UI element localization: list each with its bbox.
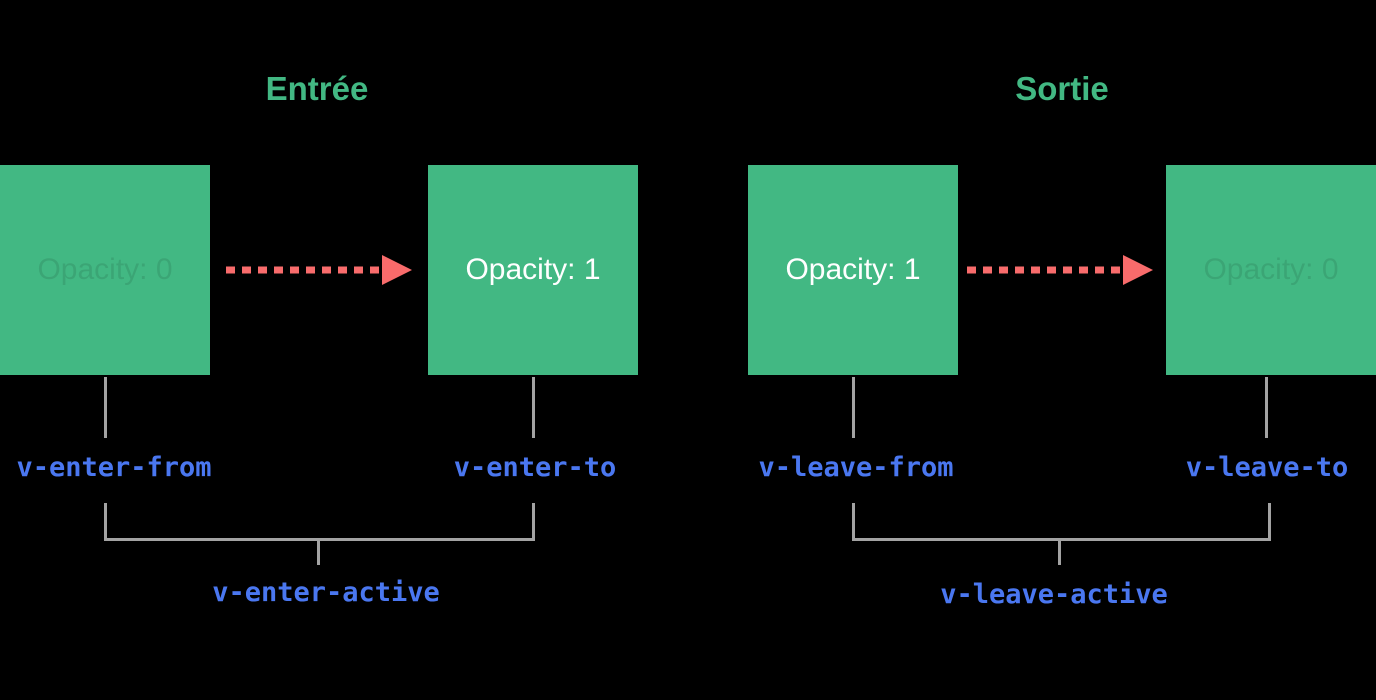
- enter-active-bracket: [104, 503, 535, 541]
- enter-section-title: Entrée: [265, 70, 369, 107]
- enter-end-box: Opacity: 1: [428, 165, 638, 375]
- leave-transition-arrow-icon: [965, 252, 1155, 293]
- enter-start-box-label: Opacity: 0: [37, 253, 173, 286]
- leave-end-box: Opacity: 0: [1166, 165, 1376, 375]
- leave-start-box-label: Opacity: 1: [785, 253, 921, 286]
- v-enter-to-label: v-enter-to: [453, 452, 617, 483]
- leave-to-connector-line: [1265, 377, 1268, 438]
- enter-active-bracket-stem: [317, 538, 320, 565]
- enter-from-connector-line: [104, 377, 107, 438]
- enter-transition-arrow-icon: [224, 252, 414, 293]
- v-enter-from-label: v-enter-from: [16, 452, 212, 483]
- enter-start-box: Opacity: 0: [0, 165, 210, 375]
- leave-from-connector-line: [852, 377, 855, 438]
- enter-end-box-label: Opacity: 1: [465, 253, 601, 286]
- enter-to-connector-line: [532, 377, 535, 438]
- v-leave-active-label: v-leave-active: [940, 579, 1168, 610]
- leave-active-bracket-stem: [1058, 538, 1061, 565]
- leave-active-bracket: [852, 503, 1271, 541]
- leave-end-box-label: Opacity: 0: [1203, 253, 1339, 286]
- v-leave-from-label: v-leave-from: [758, 452, 954, 483]
- leave-section-title: Sortie: [1015, 70, 1109, 107]
- v-leave-to-label: v-leave-to: [1185, 452, 1349, 483]
- leave-start-box: Opacity: 1: [748, 165, 958, 375]
- v-enter-active-label: v-enter-active: [212, 577, 440, 608]
